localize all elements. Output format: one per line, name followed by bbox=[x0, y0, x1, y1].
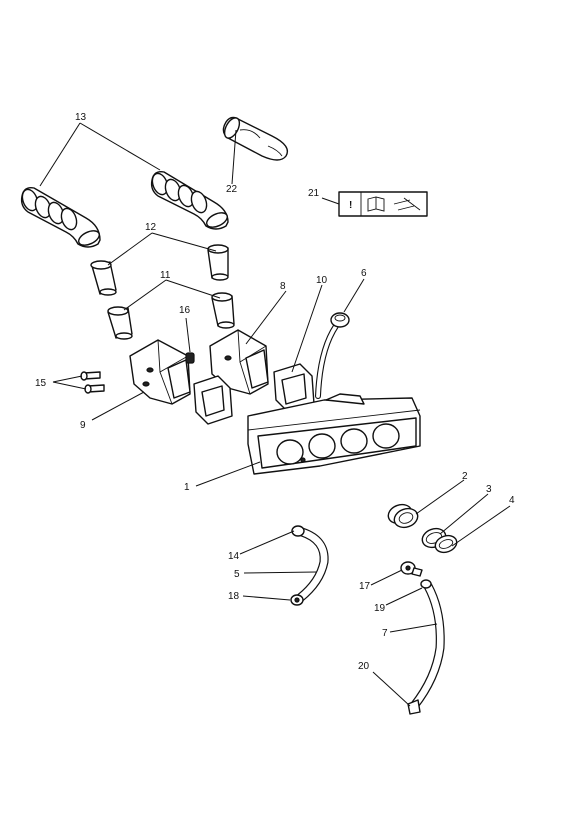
callout-21: 21 bbox=[308, 188, 320, 199]
callout-16: 16 bbox=[179, 305, 191, 316]
callout-5: 5 bbox=[234, 569, 240, 580]
callout-11: 11 bbox=[160, 270, 171, 281]
duct-adapter-left bbox=[193, 375, 233, 425]
part-5-hose bbox=[295, 527, 329, 603]
part-1-airbox bbox=[247, 393, 421, 475]
part-7-hose bbox=[409, 581, 445, 711]
part-16-plug bbox=[185, 352, 195, 364]
part-2-coupling bbox=[387, 503, 419, 529]
callout-22: 22 bbox=[226, 184, 238, 195]
callout-7: 7 bbox=[382, 628, 388, 639]
part-18-fitting bbox=[290, 594, 304, 606]
callout-18: 18 bbox=[228, 591, 240, 602]
callout-10: 10 bbox=[316, 275, 328, 286]
callout-8: 8 bbox=[280, 281, 286, 292]
callout-2: 2 bbox=[462, 471, 468, 482]
part-22-hose bbox=[222, 116, 289, 161]
part-4-clamp bbox=[434, 534, 458, 554]
callout-4: 4 bbox=[509, 495, 515, 506]
callout-12: 12 bbox=[145, 222, 157, 233]
part-20-cap bbox=[407, 699, 421, 715]
callout-20: 20 bbox=[358, 661, 370, 672]
part-17-union bbox=[400, 561, 423, 577]
part-19-washer bbox=[420, 579, 432, 589]
part-8-duct-housing bbox=[209, 329, 269, 395]
callout-9: 9 bbox=[80, 420, 86, 431]
part-15-screws bbox=[80, 371, 105, 394]
callout-3: 3 bbox=[486, 484, 492, 495]
label-warning-symbol: ! bbox=[349, 200, 352, 211]
part-12-sleeves bbox=[90, 244, 229, 296]
part-6-grommet bbox=[315, 312, 350, 399]
leader-lines bbox=[39, 122, 511, 707]
callout-6: 6 bbox=[361, 268, 367, 279]
part-13-right-duct bbox=[150, 170, 229, 230]
callout-15: 15 bbox=[35, 378, 47, 389]
part-13-left-duct bbox=[20, 186, 101, 248]
callout-1: 1 bbox=[184, 482, 190, 493]
callout-17: 17 bbox=[359, 581, 371, 592]
callout-numbers: 13 22 21 ! 12 11 10 6 8 16 15 9 1 2 3 4 … bbox=[35, 112, 515, 672]
part-9-duct-housing bbox=[129, 339, 191, 405]
callout-14: 14 bbox=[228, 551, 240, 562]
callout-19: 19 bbox=[374, 603, 386, 614]
part-10-duct-adapter bbox=[273, 363, 315, 413]
callout-13: 13 bbox=[75, 112, 87, 123]
part-14-fitting bbox=[291, 525, 305, 537]
part-11-sleeves bbox=[107, 292, 235, 340]
